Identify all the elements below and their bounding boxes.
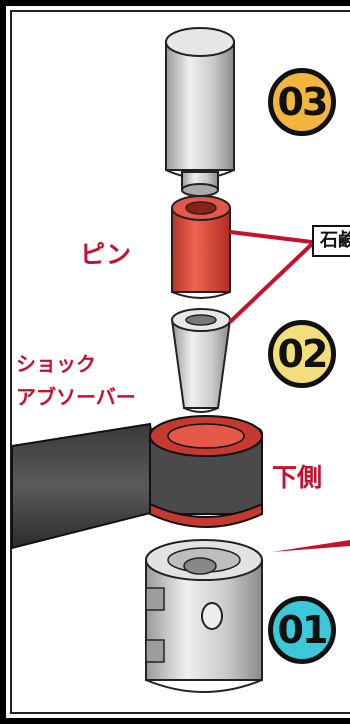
shock-absorber-label-line2: アブソーバー [16, 385, 136, 409]
step-badge-02: 02 [268, 320, 336, 388]
shock-absorber-label: ショック アブソーバー [16, 348, 136, 414]
long-pin-part [165, 27, 235, 197]
lower-side-label: 下側 [272, 463, 323, 492]
diagram-inner-border [10, 10, 350, 714]
step-badge-03-text: 03 [277, 80, 329, 124]
step-badge-01: 01 [268, 596, 336, 664]
shock-absorber-label-line1: ショック [16, 352, 96, 376]
lower-pointer-line [272, 540, 350, 552]
bottom-sleeve-part [145, 539, 263, 693]
step-badge-01-text: 01 [277, 608, 329, 652]
soap-callout-box: 石鹸 [312, 225, 350, 257]
shock-absorber-body [11, 415, 263, 550]
step-badge-03: 03 [268, 68, 336, 136]
callout-pointer-lines [228, 230, 314, 324]
tapered-sleeve-part [170, 308, 232, 413]
soap-callout-text: 石鹸 [320, 230, 350, 251]
red-bushing-part [171, 195, 231, 299]
pin-label: ピン [80, 240, 133, 269]
step-badge-02-text: 02 [277, 332, 329, 376]
